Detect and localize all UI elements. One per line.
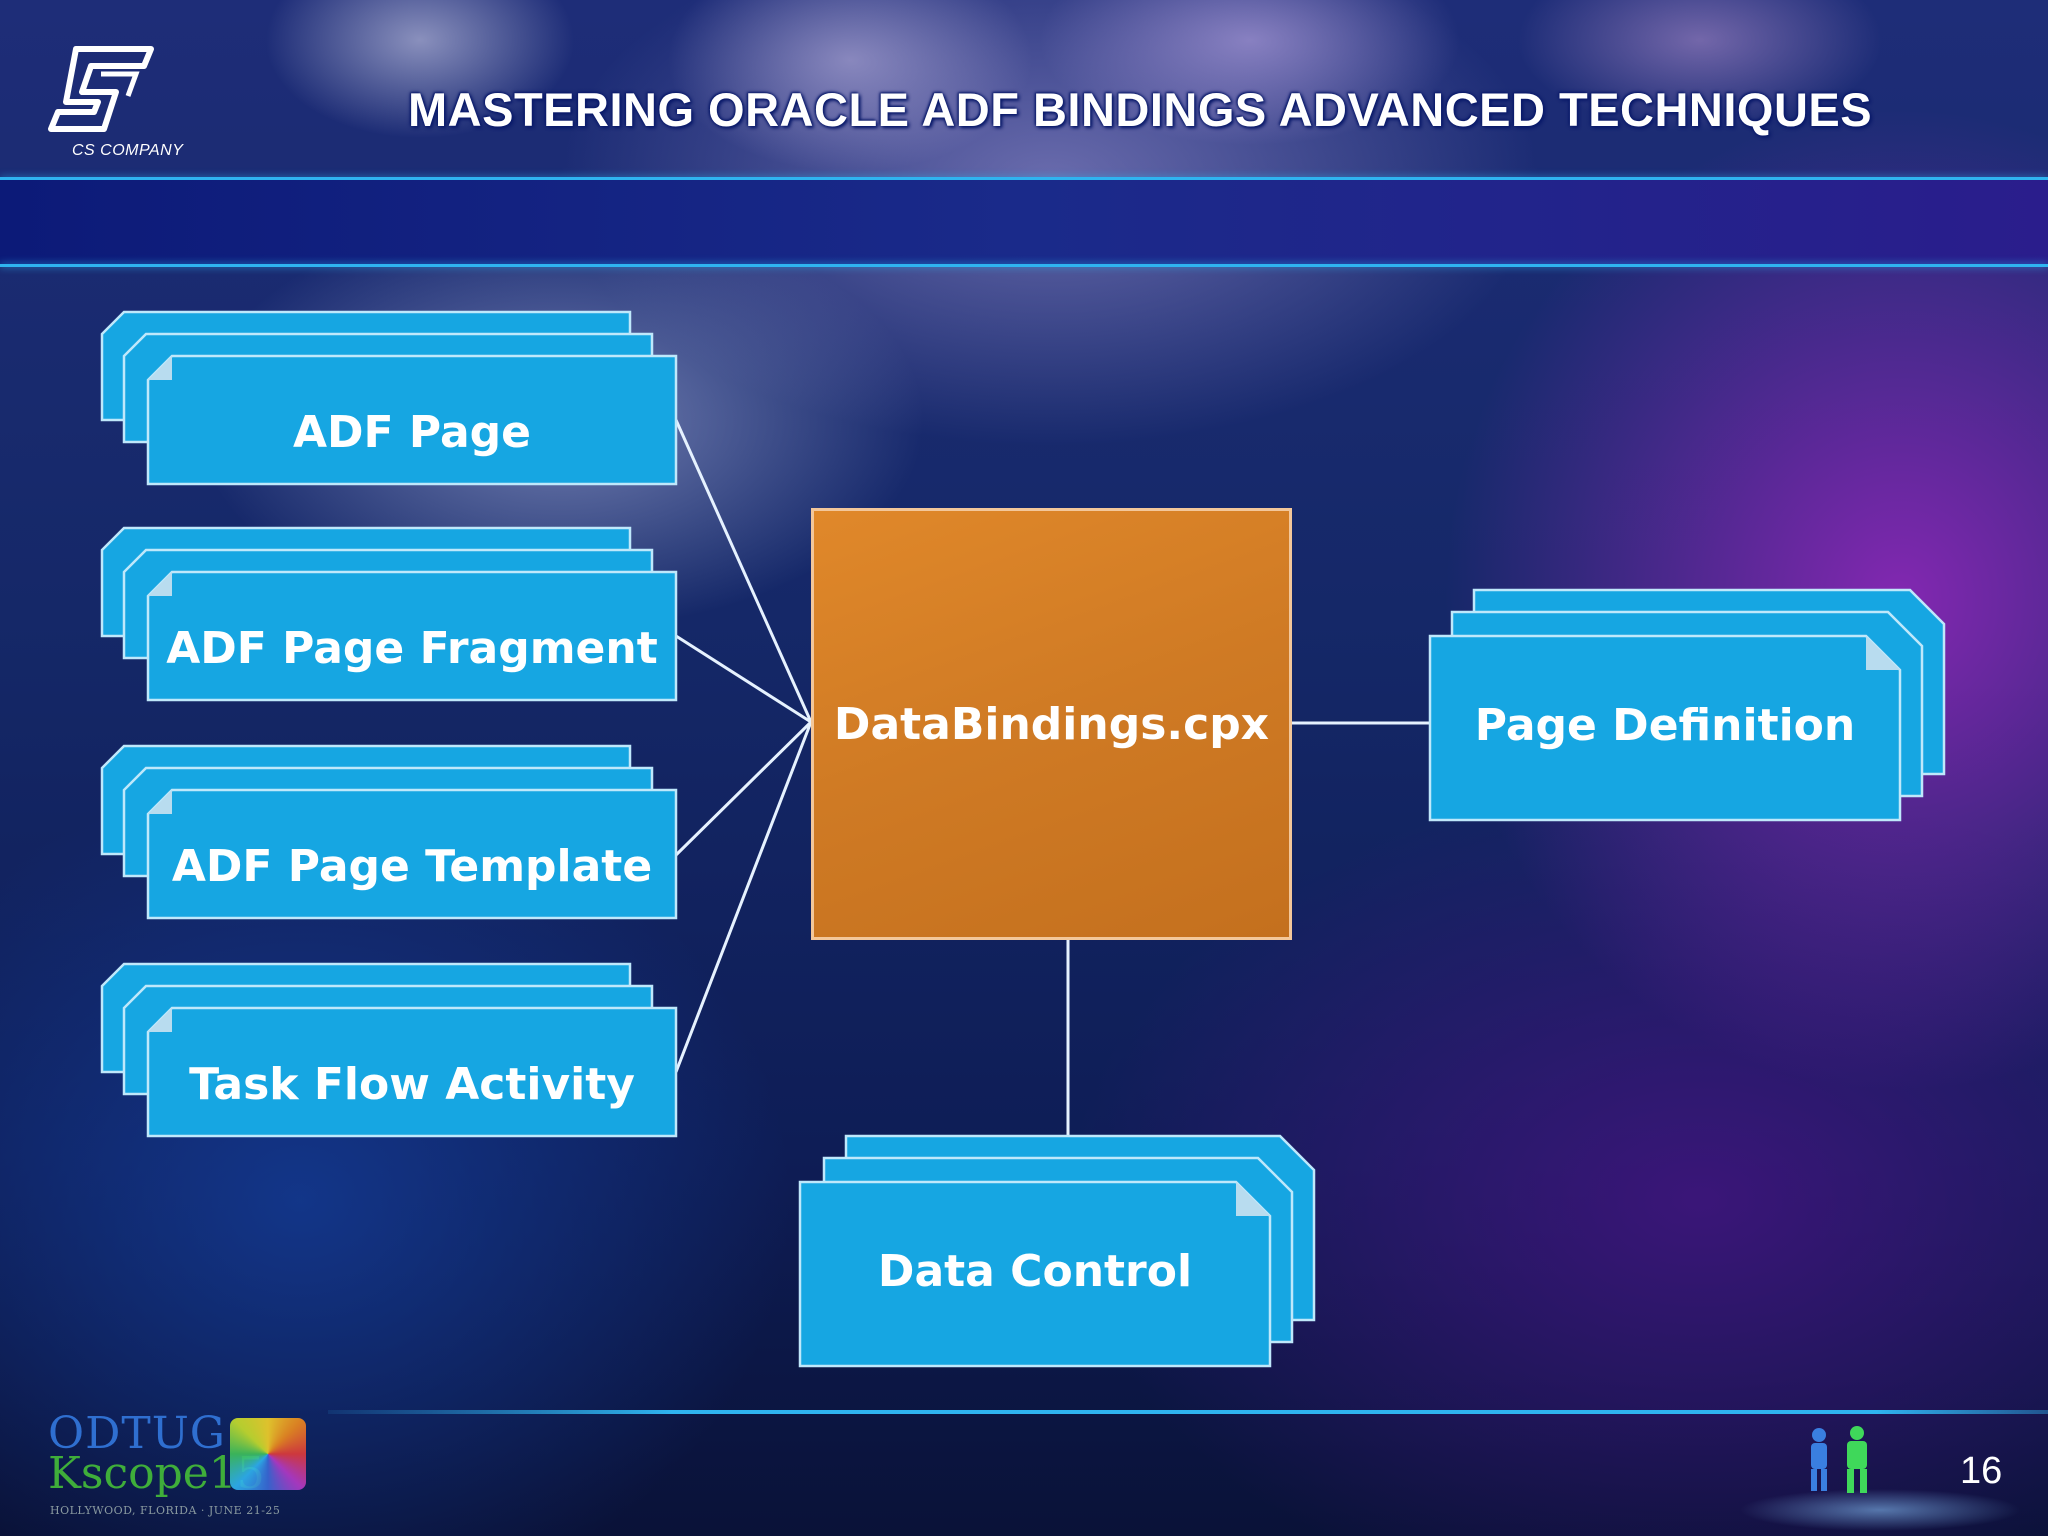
- connector-task-flow-activity: [674, 721, 813, 1073]
- title-band: [0, 180, 2048, 264]
- kscope-burst-icon: [230, 1418, 306, 1490]
- data-control-stack: [798, 1134, 1316, 1368]
- databindings-cpx-box: [811, 508, 1292, 940]
- kscope-logo-text: Kscope15: [48, 1448, 265, 1499]
- footer-divider-line: [328, 1410, 2048, 1414]
- adf-page-fragment-label: ADF Page Fragment: [166, 622, 658, 674]
- task-flow-activity-label: Task Flow Activity: [189, 1058, 635, 1110]
- adf-page-template-stack: [100, 744, 678, 920]
- adf-page-template-label: ADF Page Template: [171, 840, 653, 892]
- adf-page-fragment-stack: [100, 526, 678, 702]
- footer-glow: [1700, 1470, 2048, 1536]
- odtug-logo-text: ODTUG: [48, 1408, 226, 1459]
- task-flow-activity-stack: [100, 962, 678, 1138]
- header-divider-line: [0, 177, 2048, 180]
- title-band-divider-line: [0, 264, 2048, 267]
- connector-adf-page: [674, 419, 813, 723]
- page-definition-stack: [1428, 588, 1946, 822]
- company-caption: CS COMPANY: [72, 142, 184, 159]
- page-number: 16: [1960, 1450, 2003, 1492]
- header-background-mountains: [0, 0, 2048, 180]
- event-caption: HOLLYWOOD, FLORIDA · JUNE 21-25: [50, 1504, 281, 1517]
- page-definition-label: Page Definition: [1474, 699, 1856, 751]
- connector-adf-page-template: [674, 720, 813, 857]
- astronaut-figures-icon: [1811, 1426, 1867, 1493]
- connector-lines: [674, 419, 1430, 1140]
- cs-company-logo: [48, 46, 154, 132]
- databindings-cpx-label: DataBindings.cpx: [833, 698, 1270, 750]
- adf-page-stack: [100, 310, 678, 486]
- slide-title: MASTERING ORACLE ADF BINDINGS ADVANCED T…: [408, 83, 1873, 136]
- data-control-label: Data Control: [877, 1245, 1193, 1297]
- adf-page-label: ADF Page: [292, 406, 532, 458]
- connector-adf-page-fragment: [675, 634, 812, 724]
